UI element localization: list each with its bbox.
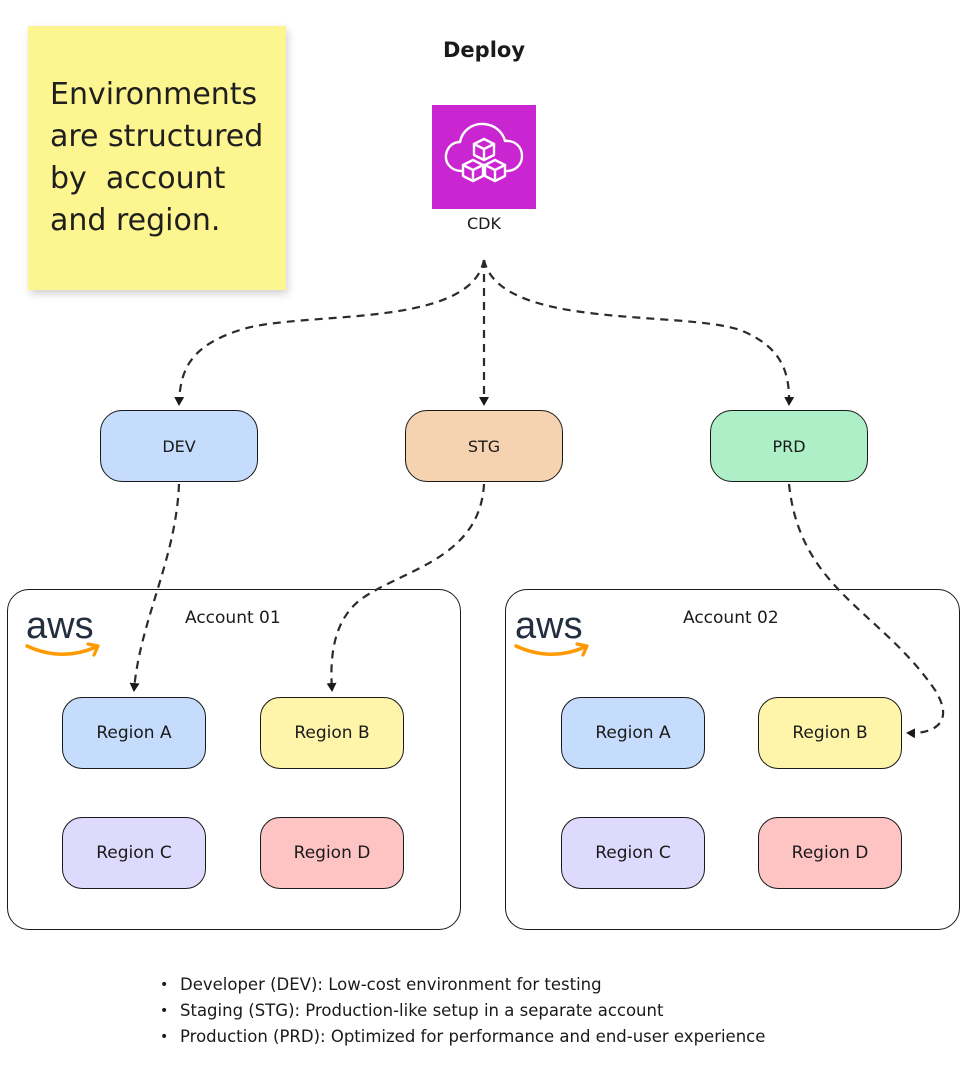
aws-logo-text: aws: [515, 605, 583, 647]
account-02-region-c[interactable]: Region C: [561, 817, 705, 889]
region-label: Region C: [96, 843, 172, 863]
region-label: Region A: [96, 723, 172, 743]
env-stg-label: STG: [467, 436, 501, 456]
env-dev[interactable]: DEV: [100, 410, 258, 482]
aws-logo: aws: [25, 605, 100, 657]
env-prd[interactable]: PRD: [710, 410, 868, 482]
account-02-container[interactable]: [505, 589, 960, 930]
aws-logo-text: aws: [26, 605, 94, 647]
region-label: Region B: [294, 723, 370, 743]
region-label: Region B: [792, 723, 868, 743]
account-01-container[interactable]: [7, 589, 461, 930]
account-02-label: Account 02: [683, 608, 779, 628]
account-01-region-a[interactable]: Region A: [62, 697, 206, 769]
account-01-region-d[interactable]: Region D: [260, 817, 404, 889]
diagram-title: Deploy: [442, 38, 526, 62]
notes-list: Developer (DEV): Low-cost environment fo…: [160, 972, 765, 1050]
region-label: Region C: [595, 843, 671, 863]
account-02-region-a[interactable]: Region A: [561, 697, 705, 769]
account-01-region-c[interactable]: Region C: [62, 817, 206, 889]
account-02-region-b[interactable]: Region B: [758, 697, 902, 769]
cdk-label: CDK: [467, 214, 501, 233]
list-item: Staging (STG): Production-like setup in …: [160, 998, 765, 1024]
sticky-note-line: are structured: [50, 119, 264, 154]
cloud-blocks-icon: [444, 122, 524, 183]
region-label: Region A: [595, 723, 671, 743]
aws-logo: aws: [514, 605, 589, 657]
env-dev-label: DEV: [162, 436, 196, 456]
region-label: Region D: [791, 843, 869, 863]
env-stg[interactable]: STG: [405, 410, 563, 482]
list-item: Production (PRD): Optimized for performa…: [160, 1024, 765, 1050]
account-01-label: Account 01: [185, 608, 281, 628]
sticky-note-line: and region.: [50, 203, 221, 238]
region-label: Region D: [293, 843, 371, 863]
cdk-node[interactable]: [432, 105, 536, 209]
sticky-note-line: by account: [50, 161, 226, 196]
account-02-region-d[interactable]: Region D: [758, 817, 902, 889]
list-item: Developer (DEV): Low-cost environment fo…: [160, 972, 765, 998]
sticky-note-line: Environments: [50, 77, 258, 112]
account-01-region-b[interactable]: Region B: [260, 697, 404, 769]
arrow-cdk-to-prd: [482, 259, 795, 406]
env-prd-label: PRD: [772, 436, 806, 456]
sticky-note[interactable]: Environments are structured by account a…: [28, 26, 286, 290]
